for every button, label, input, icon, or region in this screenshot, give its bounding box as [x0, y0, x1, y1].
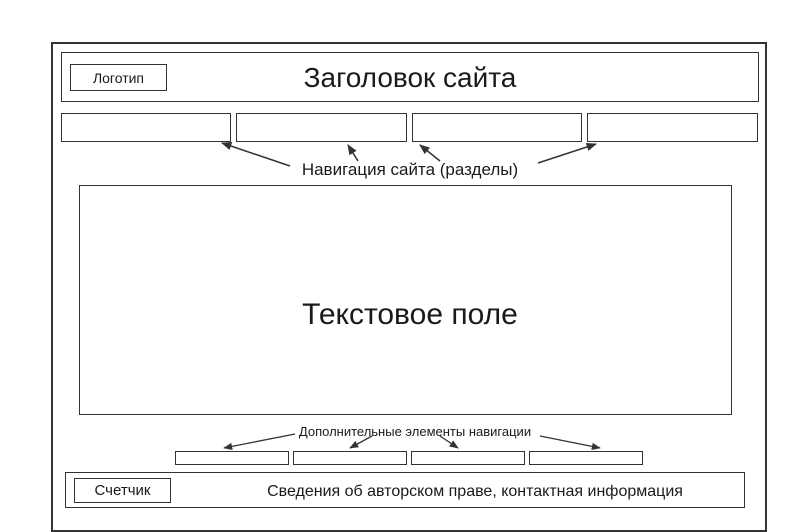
header-box	[61, 52, 759, 102]
logo-box: Логотип	[70, 64, 167, 91]
subnav-element-3	[411, 451, 525, 465]
nav-section-2	[236, 113, 407, 142]
subnav-element-2	[293, 451, 407, 465]
subnav-element-4	[529, 451, 643, 465]
navigation-label: Навигация сайта (разделы)	[301, 160, 519, 179]
copyright-info: Сведения об авторском праве, контактная …	[267, 483, 683, 500]
text-field-label: Текстовое поле	[302, 298, 518, 331]
footer-box	[65, 472, 745, 508]
nav-section-4	[587, 113, 758, 142]
counter-box: Счетчик	[74, 478, 171, 503]
text-field-box	[79, 185, 732, 415]
site-title: Заголовок сайта	[303, 62, 517, 93]
nav-section-3	[412, 113, 582, 142]
secondary-navigation-label: Дополнительные элементы навигации	[298, 423, 532, 439]
nav-section-1	[61, 113, 231, 142]
subnav-element-1	[175, 451, 289, 465]
